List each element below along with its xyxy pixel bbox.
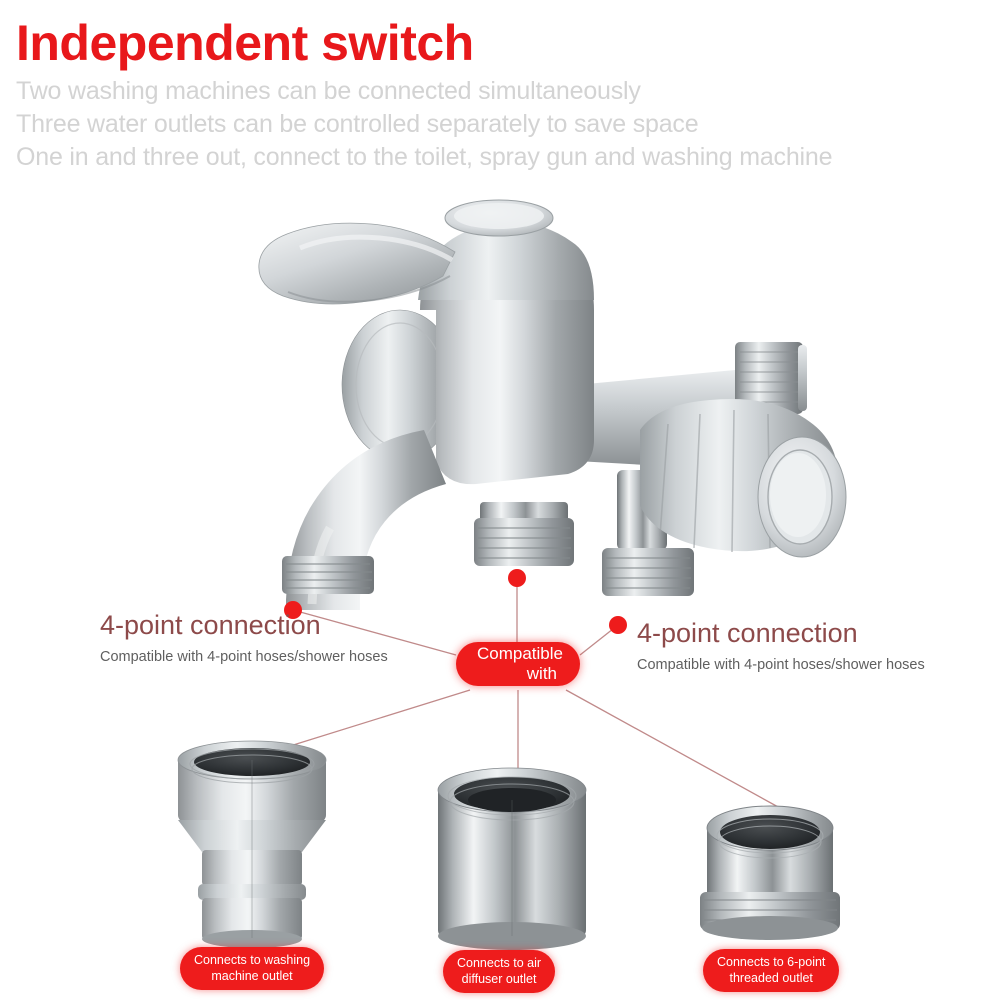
callout-right: 4-point connection Compatible with 4-poi… bbox=[637, 620, 925, 673]
badge-air-diffuser-outlet: Connects to air diffuser outlet bbox=[443, 950, 556, 993]
header-subtitles: Two washing machines can be connected si… bbox=[16, 75, 1000, 174]
main-body bbox=[420, 244, 594, 485]
washing-machine-hose-adapter bbox=[177, 740, 327, 948]
callout-left-subtitle: Compatible with 4-point hoses/shower hos… bbox=[100, 649, 388, 665]
badge-3-line-2: threaded outlet bbox=[729, 971, 813, 986]
pill-line-2: with bbox=[526, 664, 557, 683]
body-dome bbox=[418, 222, 594, 300]
callout-right-headline: 4-point connection bbox=[637, 618, 858, 648]
body-top-cap bbox=[444, 199, 554, 237]
side-valve-knob[interactable] bbox=[640, 398, 847, 558]
header-subtitle-3: One in and three out, connect to the toi… bbox=[16, 143, 833, 171]
callout-left-headline: 4-point connection bbox=[100, 610, 321, 640]
air-diffuser-sleeve bbox=[437, 767, 587, 950]
badge-2-line-2: diffuser outlet bbox=[461, 972, 537, 987]
marker-dot-left bbox=[284, 601, 302, 619]
lever-handle[interactable] bbox=[258, 222, 456, 305]
marker-dot-center bbox=[508, 569, 526, 587]
page-title: Independent switch bbox=[16, 15, 474, 71]
spout-outlet bbox=[282, 556, 374, 594]
badge-washing-machine-outlet: Connects to washing machine outlet bbox=[180, 947, 325, 990]
header-subtitle-2: Three water outlets can be controlled se… bbox=[16, 110, 699, 138]
pill-line-1: Compatible bbox=[477, 643, 563, 663]
compatible-with-pill: Compatible with bbox=[456, 642, 580, 686]
six-point-threaded-ring bbox=[700, 805, 840, 940]
faucet-assembly bbox=[258, 199, 847, 610]
callout-left: 4-point connection Compatible with 4-poi… bbox=[100, 612, 388, 665]
badge-six-point-threaded-outlet: Connects to 6-point threaded outlet bbox=[703, 949, 840, 992]
rear-threaded-inlet bbox=[735, 342, 807, 414]
badge-1-line-2: machine outlet bbox=[211, 969, 293, 984]
callout-marker-dots bbox=[284, 569, 627, 634]
callout-right-subtitle: Compatible with 4-point hoses/shower hos… bbox=[637, 657, 925, 673]
badge-1-line-1: Connects to washing bbox=[194, 953, 311, 967]
marker-dot-right bbox=[609, 616, 627, 634]
badge-2-line-1: Connects to air bbox=[457, 956, 542, 970]
center-threaded-outlet bbox=[474, 502, 574, 566]
header: Independent switch Two washing machines … bbox=[0, 0, 1000, 174]
header-subtitle-1: Two washing machines can be connected si… bbox=[16, 77, 641, 105]
badge-3-line-1: Connects to 6-point bbox=[717, 955, 826, 969]
